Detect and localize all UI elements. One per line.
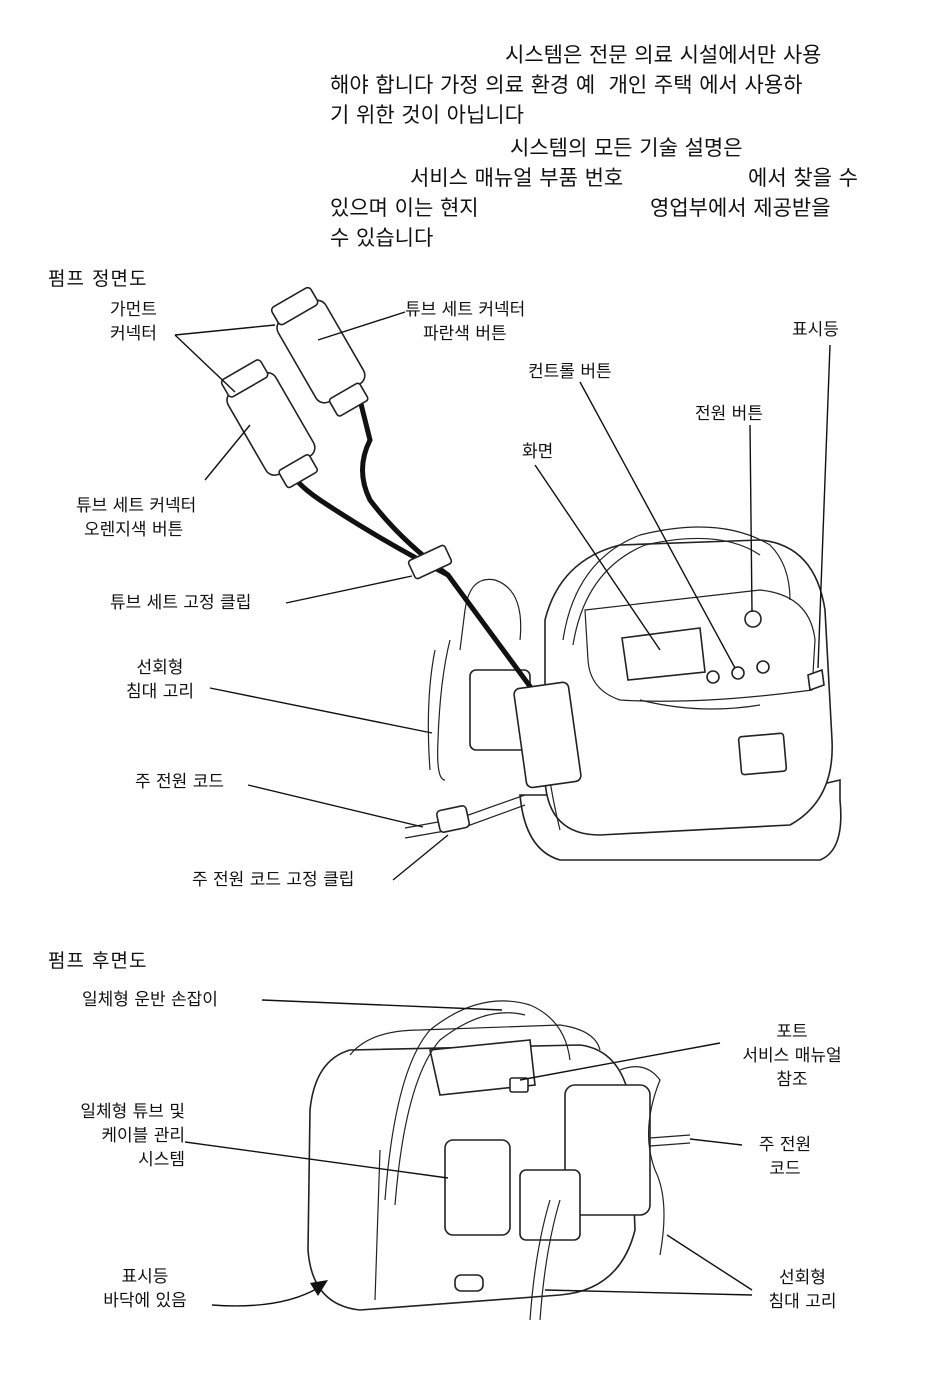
label-port: 포트 서비스 매뉴얼 참조 [722,1020,862,1092]
label-indicator: 표시등 [792,320,839,340]
pump-rear-body [307,1000,691,1321]
intro-paragraph-2: 시스템의 모든 기술 설명은 [330,133,890,163]
label-tube-clip: 튜브 세트 고정 클립 [110,593,252,613]
screen-shape [621,627,706,681]
intro-line: 서비스 매뉴얼 부품 번호 [410,166,624,190]
label-line: 표시등 [121,1267,169,1287]
arrow-icon [310,1280,328,1296]
label-line: 튜브 세트 커넥터 [405,300,526,320]
label-line: 바닥에 있음 [103,1291,187,1311]
label-line: 케이블 관리 [101,1126,185,1146]
label-garment-connector: 가먼트 커넥터 [110,298,157,346]
front-view-heading: 펌프 정면도 [48,268,148,290]
label-bed-hook-front: 선회형 침대 고리 [115,656,205,704]
label-screen: 화면 [522,442,554,462]
label-main-cord-rear: 주 전원 코드 [735,1133,835,1181]
label-line: 튜브 세트 커넥터 [76,496,197,516]
label-handle: 일체형 운반 손잡이 [82,990,218,1010]
intro-line: 기 위한 것이 아닙니다 [330,103,524,127]
label-line: 오렌지색 버튼 [84,520,184,540]
label-line: 포트 [776,1022,808,1042]
label-line: 선회형 [779,1268,826,1288]
intro-line: 시스템은 전문 의료 시설에서만 사용 [505,43,822,67]
intro-line: 에서 찾을 수 [748,166,858,190]
label-cord-clip: 주 전원 코드 고정 클립 [192,870,355,890]
control-button-3-icon [756,660,770,674]
intro-line: 영업부에서 제공받을 [650,196,831,220]
intro-line: 시스템의 모든 기술 설명은 [510,136,743,160]
label-tube-connector-orange: 튜브 세트 커넥터 오렌지색 버튼 [76,494,196,542]
intro-line: 수 있습니다 [330,226,434,250]
control-button-1-icon [706,670,720,684]
label-line: 시스템 [138,1150,185,1170]
label-line: 일체형 튜브 및 [80,1102,185,1122]
label-line: 침대 고리 [126,682,194,702]
tube-set [220,286,582,789]
label-line: 파란색 버튼 [423,324,507,344]
label-line: 침대 고리 [768,1292,837,1312]
label-indicator-bottom: 표시등 바닥에 있음 [90,1265,200,1313]
label-line: 가먼트 [110,300,157,320]
label-tube-connector-blue: 튜브 세트 커넥터 파란색 버튼 [405,298,525,346]
tube-clip-shape [407,544,453,580]
bed-hook-front [427,578,531,781]
pump-front-body [519,526,842,861]
label-line: 참조 [776,1070,808,1090]
indicator-bottom-icon [454,1274,484,1292]
rear-view-heading: 펌프 후면도 [48,950,148,972]
port-icon [509,1077,529,1093]
intro-line: 있으며 이는 현지 [330,196,479,220]
control-button-2-icon [731,666,745,680]
label-power-button: 전원 버튼 [695,404,763,424]
label-line: 커넥터 [110,324,157,344]
label-line: 코드 [769,1159,801,1179]
label-control-button: 컨트롤 버튼 [528,362,612,382]
label-tube-management: 일체형 튜브 및 케이블 관리 시스템 [40,1100,185,1172]
label-line: 선회형 [136,658,184,678]
intro-line: 해야 합니다 가정 의료 환경 예 개인 주택 에서 사용하 [330,73,803,97]
label-bed-hook-rear: 선회형 침대 고리 [750,1266,855,1314]
power-button-icon [744,610,762,628]
intro-paragraph-1: 시스템은 전문 의료 시설에서만 사용 해야 합니다 가정 의료 환경 예 개인… [330,40,890,130]
power-cord-front [404,794,526,839]
cord-clip-shape [435,805,471,833]
label-main-cord-front: 주 전원 코드 [135,772,225,792]
label-line: 주 전원 [758,1135,812,1155]
label-line: 서비스 매뉴얼 [742,1046,842,1066]
indicator-light-icon [807,668,825,692]
